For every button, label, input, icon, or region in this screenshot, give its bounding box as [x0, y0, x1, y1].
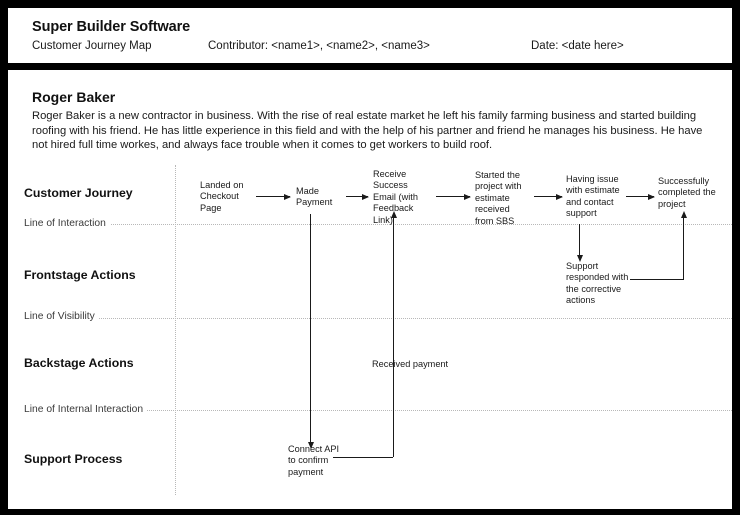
swimline-visibility: [24, 318, 732, 319]
app-title: Super Builder Software: [32, 19, 191, 35]
arrow-step1-to-step2: [256, 193, 291, 200]
support-step-connect-api[interactable]: Connect API to confirm payment: [288, 444, 340, 477]
arrow-step2-to-step3: [346, 193, 369, 200]
journey-map-sheet: Super Builder Software Customer Journey …: [8, 8, 732, 509]
frontstage-step-support-responded[interactable]: Support responded with the corrective ac…: [566, 261, 629, 306]
arrow-step4-to-step5: [534, 193, 563, 200]
line-label-visibility: Line of Visibility: [24, 311, 99, 322]
lane-label-frontstage-actions: Frontstage Actions: [24, 268, 136, 282]
swimline-internal-interaction: [24, 410, 732, 411]
arrow-step5-to-step6: [626, 193, 655, 200]
journey-step-started-the-project[interactable]: Started the project with estimate receiv…: [475, 170, 522, 226]
journey-step-made-payment[interactable]: Made Payment: [296, 186, 333, 208]
journey-step-having-issue-contact-support[interactable]: Having issue with estimate and contact s…: [566, 174, 620, 219]
arrow-to-successfully-completed: [680, 211, 687, 279]
swimline-interaction: [24, 224, 732, 225]
contributor-field: Contributor: <name1>, <name2>, <name3>: [208, 40, 430, 52]
lane-label-support-process: Support Process: [24, 452, 123, 466]
header-divider: [8, 63, 732, 70]
persona-description: Roger Baker is a new contractor in busin…: [32, 110, 703, 152]
arrow-contact-support-to-support-responded: [576, 224, 583, 262]
arrow-made-payment-to-connect-api: [307, 214, 314, 449]
journey-step-successfully-completed[interactable]: Successfully completed the project: [658, 176, 716, 209]
header-bar: Super Builder Software Customer Journey …: [8, 8, 732, 63]
persona-name: Roger Baker: [32, 89, 116, 105]
connector-support-responded-to-completed: [630, 279, 684, 280]
line-label-interaction: Line of Interaction: [24, 218, 110, 229]
arrow-received-payment-to-success-email: [390, 211, 397, 457]
lane-label-customer-journey: Customer Journey: [24, 186, 133, 200]
arrow-step3-to-step4: [436, 193, 471, 200]
journey-matrix: Customer Journey Frontstage Actions Back…: [8, 156, 732, 501]
line-label-internal-interaction: Line of Internal Interaction: [24, 404, 148, 415]
lane-label-backstage-actions: Backstage Actions: [24, 356, 134, 370]
date-field: Date: <date here>: [531, 40, 624, 52]
journey-step-landed-on-checkout-page[interactable]: Landed on Checkout Page: [200, 180, 244, 213]
connector-connect-api-to-received-payment: [333, 457, 393, 458]
document-subtitle: Customer Journey Map: [32, 40, 152, 52]
backstage-step-received-payment[interactable]: Received payment: [372, 359, 449, 369]
lane-divider: [175, 165, 176, 495]
journey-step-receive-success-email[interactable]: Receive Success Email (with Feedback Lin…: [373, 169, 418, 225]
